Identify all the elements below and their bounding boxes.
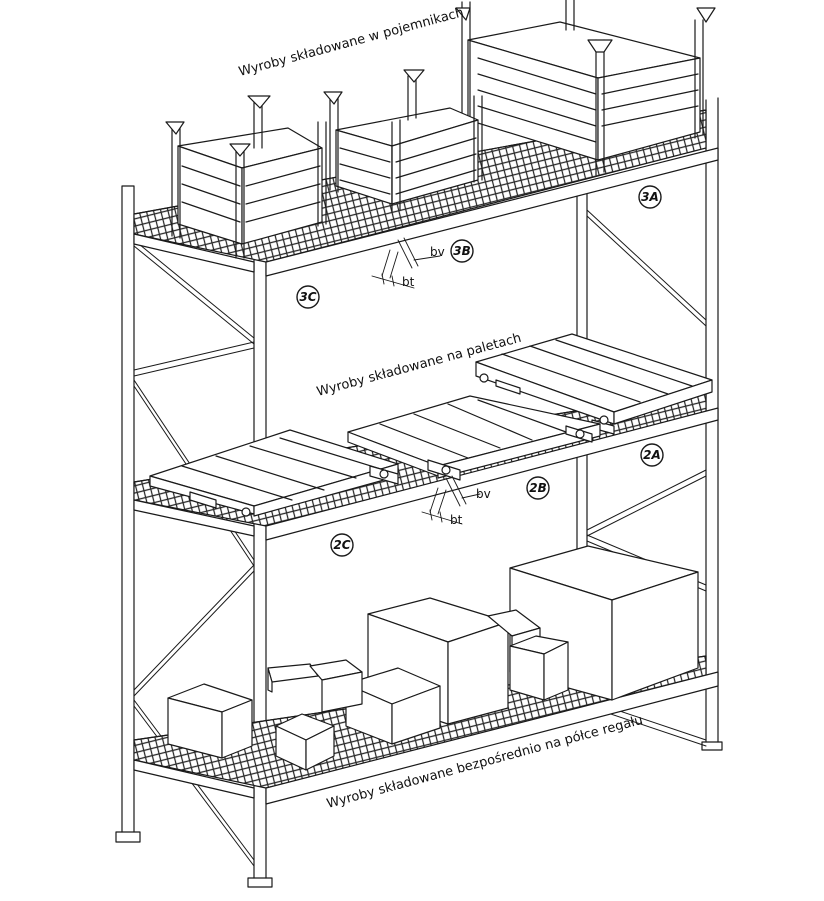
marker-2c: 2C: [333, 538, 350, 552]
marker-3c: 3C: [299, 290, 316, 304]
marker-3c-circle: [296, 285, 320, 309]
boxes: [167, 545, 699, 771]
pallet-right: [475, 333, 713, 435]
dim-bv-mid: bv: [476, 487, 491, 501]
dim-bt-mid: bt: [450, 513, 463, 527]
marker-2b-circle: [526, 476, 550, 500]
marker-3b: 3B: [453, 244, 471, 258]
container-large: [455, 0, 716, 176]
dimension-lines-top: [371, 237, 441, 289]
marker-circles: [296, 185, 664, 557]
container-small: [165, 95, 327, 259]
marker-2c-circle: [330, 533, 354, 557]
pallet-left: [149, 429, 399, 517]
pallet-middle: [347, 395, 601, 481]
dim-bt-top: bt: [402, 275, 415, 289]
container-middle: [323, 69, 483, 213]
marker-2b: 2B: [529, 481, 547, 495]
marker-3a: 3A: [641, 190, 659, 204]
dim-bv-top: bv: [430, 245, 445, 259]
marker-3b-circle: [450, 239, 474, 263]
marker-3a-circle: [638, 185, 662, 209]
dimension-lines-mid: [421, 475, 481, 525]
marker-2a: 2A: [643, 448, 661, 462]
marker-2a-circle: [640, 443, 664, 467]
label-containers: Wyroby składowane w pojemnikach: [237, 5, 465, 80]
